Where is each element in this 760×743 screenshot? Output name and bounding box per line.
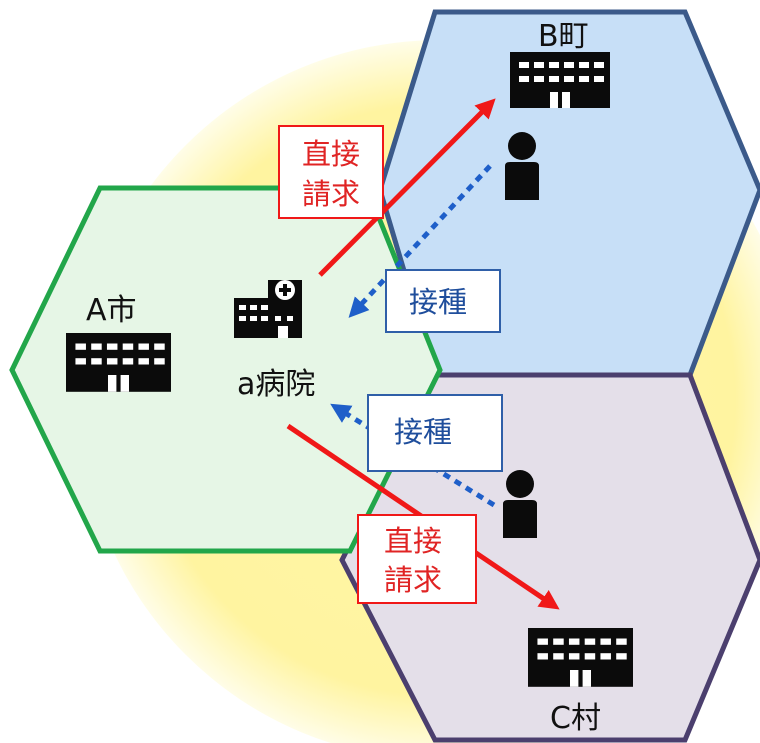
- hospital-label: a病院: [237, 367, 315, 402]
- b-town-label: B町: [538, 19, 589, 54]
- b-direct-claim-box: [278, 125, 384, 219]
- c-direct-claim-line2: 請求: [384, 563, 442, 597]
- a-city-office-icon: [66, 333, 171, 392]
- c-direct-claim-box: [357, 514, 477, 604]
- c-vaccination-box: [367, 394, 503, 472]
- c-village-label: C村: [550, 701, 601, 736]
- b-vaccination-label: 接種: [409, 285, 467, 319]
- c-direct-claim-line1: 直接: [384, 524, 442, 558]
- b-direct-claim-line1: 直接: [302, 137, 360, 171]
- b-direct-claim-arrow: [318, 98, 496, 277]
- b-vaccination-box: [385, 269, 501, 333]
- b-town-resident-icon: [505, 132, 539, 200]
- c-village-office-icon: [528, 628, 633, 687]
- a-city-region: [9, 185, 443, 554]
- b-direct-claim-line2: 請求: [302, 177, 360, 211]
- c-vaccination-label: 接種: [394, 415, 452, 449]
- c-village-resident-icon: [503, 470, 537, 538]
- hospital-icon: [234, 280, 302, 338]
- b-town-office-icon: [510, 52, 610, 108]
- a-city-label: A市: [86, 293, 137, 328]
